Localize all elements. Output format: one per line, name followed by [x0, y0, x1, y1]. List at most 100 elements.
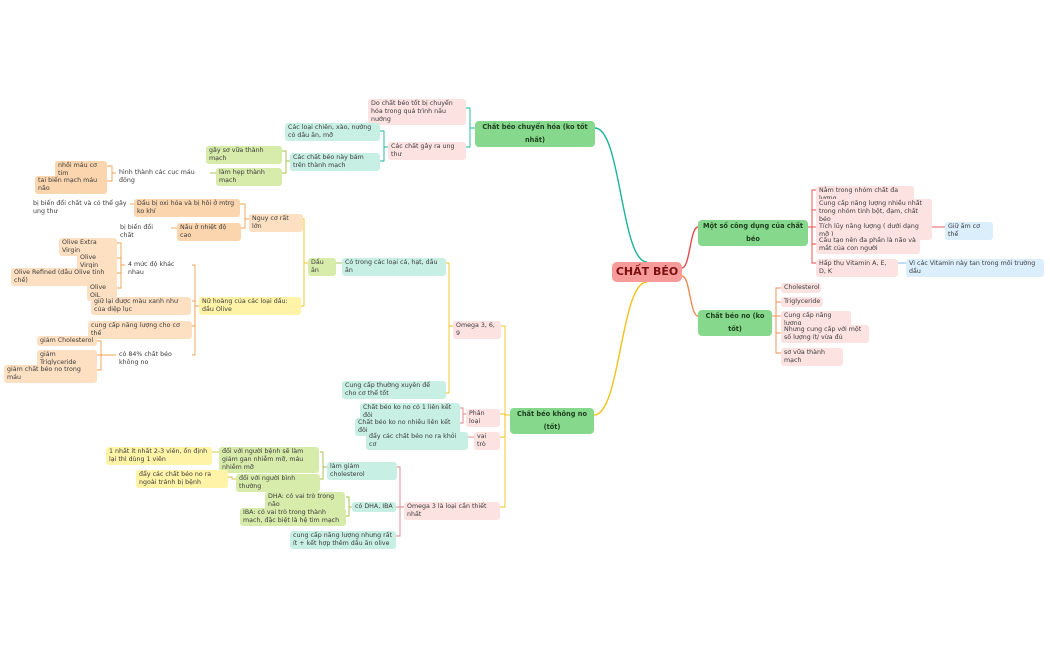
dha-item[interactable]: DHA: có vai trò trong não	[265, 492, 345, 510]
connector	[240, 218, 249, 229]
pct-item[interactable]: giảm Triglyceride	[37, 350, 97, 368]
connector	[107, 165, 116, 174]
cholesterol-node[interactable]: làm giảm cholesterol	[327, 462, 397, 480]
uses-item[interactable]: Cấu tạo nên đa phần là não và mắt của co…	[816, 236, 920, 254]
classify-item[interactable]: Chất béo ko no nhiều liên kết đôi	[355, 418, 460, 436]
supply-node[interactable]: Cung cấp thường xuyên để cho cơ thể tốt	[342, 381, 446, 399]
uses-subitem[interactable]: Giữ ấm cơ thể	[945, 222, 993, 240]
trans-fried[interactable]: Các loại chiên, xào, nướng có dầu ăn, mỡ	[285, 123, 380, 141]
saturated-item[interactable]: Cholesterol	[781, 283, 821, 293]
uses-subitem[interactable]: Vì các Vitamin này tan trong môi trường …	[906, 259, 1044, 277]
olive-node[interactable]: Nữ hoàng của các loại dầu: dầu Olive	[199, 297, 301, 315]
role-node[interactable]: vai trò	[474, 432, 500, 450]
oxidize-node[interactable]: Dầu bị oxi hóa và bị hôi ở mtrg ko khí	[134, 199, 240, 217]
connector	[192, 300, 199, 307]
connector	[808, 209, 816, 228]
classify-item[interactable]: Chất béo ko no có 1 liên kết đôi	[360, 403, 460, 421]
connector	[808, 226, 816, 264]
grade-item[interactable]: Olive Extra Virgin	[59, 238, 117, 256]
connector	[282, 160, 290, 174]
connector	[460, 413, 466, 424]
saturated-branch[interactable]: Chất béo no (ko tốt)	[698, 310, 772, 336]
saturated-item[interactable]: sơ vữa thành mạch	[781, 348, 843, 366]
connector	[396, 506, 404, 537]
saturated-item[interactable]: Nhưng cung cấp với một số lượng ít/ vừa …	[781, 325, 869, 343]
trans-stroke[interactable]: tai biến mạch máu não	[35, 176, 107, 194]
saturated-item[interactable]: Cung cấp năng lượng	[781, 311, 851, 329]
connector	[301, 262, 308, 307]
connector	[97, 340, 116, 356]
trans-athero[interactable]: gây sơ vữa thành mạch	[206, 146, 282, 164]
connector	[396, 466, 404, 508]
connector	[772, 315, 781, 334]
connector	[466, 127, 475, 148]
connector	[380, 130, 388, 148]
connector	[772, 315, 781, 354]
trans-stick[interactable]: Các chất béo này bám trên thành mạch	[290, 153, 380, 171]
connector	[594, 127, 648, 263]
connector	[117, 264, 125, 289]
olive-energy[interactable]: cung cấp năng lượng cho cơ thể	[88, 321, 192, 339]
trans-clot[interactable]: hình thành các cục máu đông	[119, 169, 195, 184]
saturated-item[interactable]: Triglyceride	[781, 297, 823, 307]
connector	[593, 281, 648, 416]
connector	[320, 451, 327, 468]
grade-item[interactable]: Olive Virgin	[77, 253, 117, 271]
connector	[772, 301, 781, 317]
trans-infarct[interactable]: nhồi máu cơ tim	[55, 161, 107, 179]
connector	[192, 305, 199, 327]
connector	[500, 414, 510, 508]
uses-item[interactable]: Cung cấp năng lượng nhiều nhất trong nhó…	[816, 199, 932, 225]
role-item[interactable]: đẩy các chất béo no ra khỏi cơ	[366, 432, 468, 450]
connector	[446, 262, 453, 327]
danger-node[interactable]: Nguy cơ rất lớn	[249, 214, 303, 232]
normal-note[interactable]: đẩy các chất béo no ra ngoài tránh bị bệ…	[136, 470, 228, 488]
connector	[446, 325, 453, 394]
oxidize-note[interactable]: bị biến đổi chất và có thể gây ung thư	[33, 200, 127, 215]
heat-node[interactable]: Nấu ở nhiệt độ cao	[177, 223, 241, 241]
connector	[466, 107, 475, 129]
oils-node[interactable]: Có trong các loại cá, hạt, dầu ăn	[342, 258, 446, 276]
connector	[380, 146, 388, 162]
trans-origin[interactable]: Do chất béo tốt bị chuyển hóa trong quá …	[368, 99, 466, 125]
pct-item[interactable]: giảm Cholesterol	[37, 336, 97, 346]
sick-node[interactable]: đối với người bệnh sẽ làm giảm gan nhiễm…	[219, 447, 319, 473]
grade-item[interactable]: Olive OiL	[87, 283, 117, 301]
connector	[228, 476, 236, 480]
dha-item[interactable]: IBA: có vai trò trong thành mạch, đặc bi…	[240, 508, 346, 526]
connector	[500, 325, 510, 416]
connector	[320, 466, 327, 480]
connector	[240, 203, 249, 220]
connector	[192, 264, 199, 307]
normal-node[interactable]: đối với người bình thường	[236, 474, 320, 492]
uses-item[interactable]: Tích lũy năng lượng ( dưới dạng mỡ )	[816, 222, 932, 240]
grade-item[interactable]: Olive Refined (dầu Olive tinh chế)	[11, 268, 117, 286]
sick-note[interactable]: 1 nhất ít nhất 2-3 viên, ổn định lại thì…	[106, 447, 212, 465]
grades-node[interactable]: 4 mức độ khác nhau	[128, 261, 175, 276]
trans-cancer[interactable]: Các chất gây ra ung thư	[388, 142, 466, 160]
omega-node[interactable]: Omega 3, 6, 9	[453, 321, 501, 339]
classify-node[interactable]: Phân loại	[466, 409, 500, 427]
dha-node[interactable]: có DHA, IBA	[352, 502, 396, 512]
unsaturated-branch[interactable]: Chất béo không no (tốt)	[510, 408, 594, 434]
connector	[117, 257, 125, 266]
heat-note[interactable]: bị biến đổi chất	[120, 224, 153, 239]
olive-pct[interactable]: có 84% chất béo không no	[119, 351, 172, 366]
cooking-oil-node[interactable]: Dầu ăn	[308, 258, 336, 276]
connector	[107, 172, 116, 182]
olive-green[interactable]: giữ lại được màu xanh như của diệp lục	[91, 297, 191, 315]
connector	[282, 150, 290, 162]
connector	[97, 354, 116, 371]
connector	[681, 275, 699, 317]
pct-item[interactable]: giảm chất béo no trong máu	[4, 365, 97, 383]
trans-branch[interactable]: Chất béo chuyển hóa (ko tốt nhất)	[475, 121, 595, 147]
omega3-node[interactable]: Omega 3 là loại cần thiết nhất	[404, 502, 500, 520]
root-node[interactable]: CHẤT BÉO	[612, 262, 682, 282]
combo-node[interactable]: cung cấp năng lượng nhưng rất ít + kết h…	[290, 531, 396, 549]
connector	[346, 506, 352, 517]
trans-narrow[interactable]: làm hẹp thành mạch	[216, 168, 282, 186]
uses-item[interactable]: Hấp thụ Vitamin A, E, D, K	[816, 259, 898, 277]
uses-branch[interactable]: Một số công dụng của chất béo	[698, 220, 808, 246]
